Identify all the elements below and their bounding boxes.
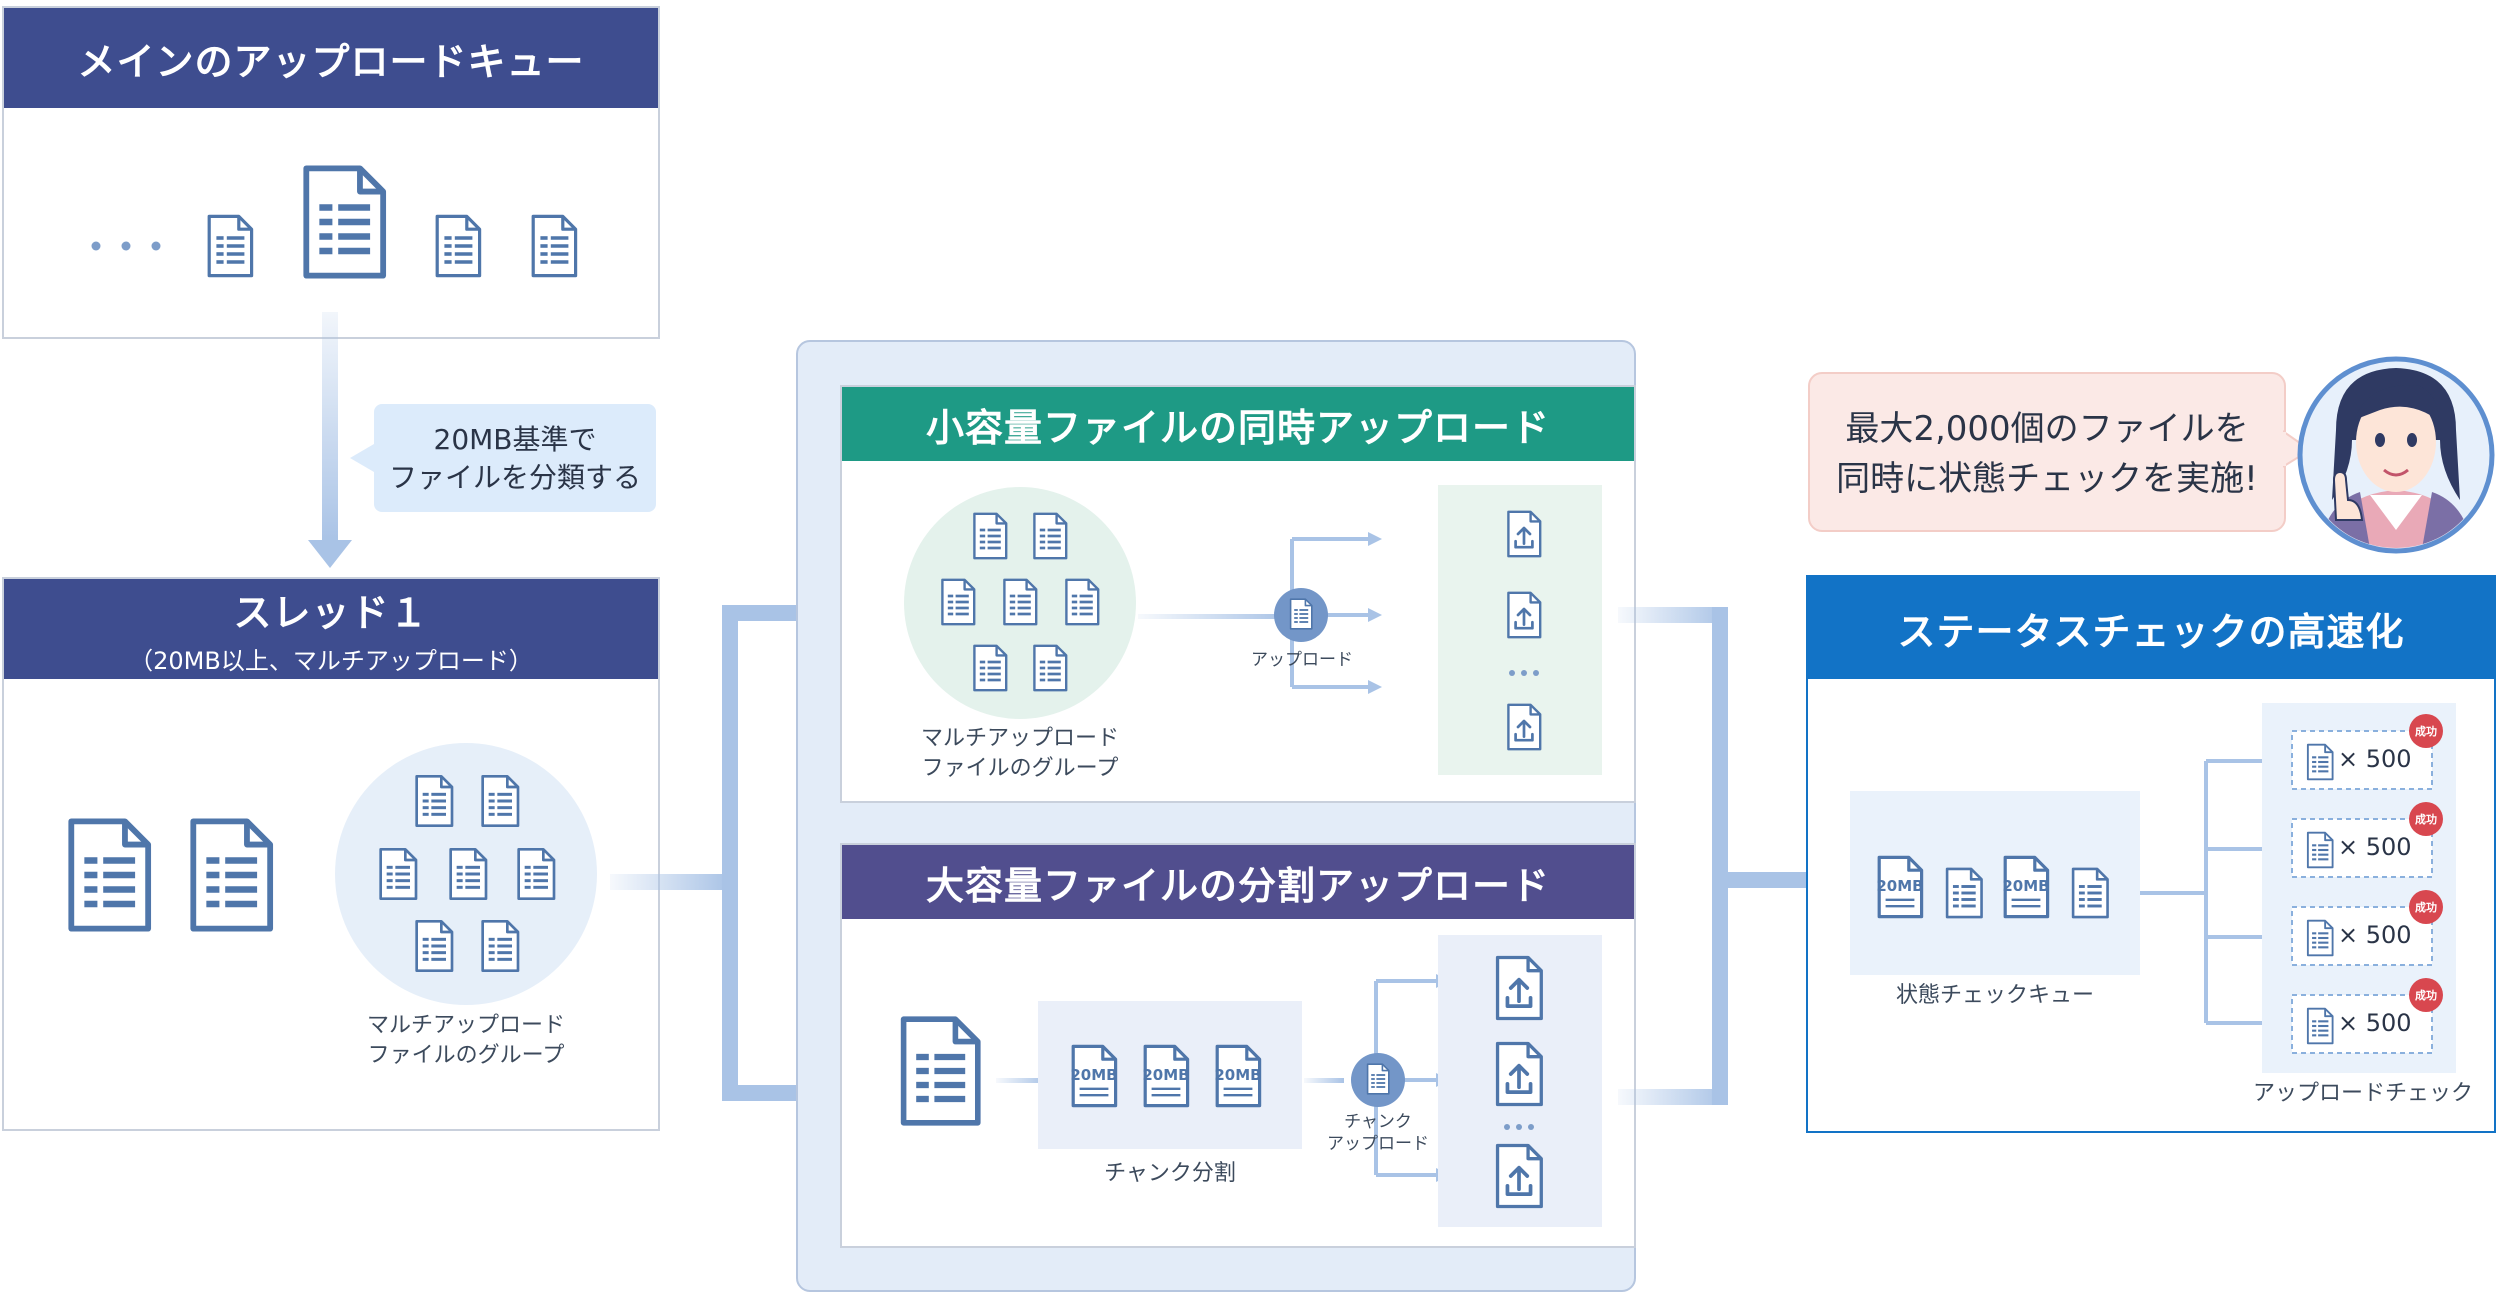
chunk-upload-label: チャンク アップロード [1327, 1112, 1429, 1154]
large-upload-content [842, 935, 1602, 1227]
ellipsis-icon [1509, 670, 1539, 676]
main-queue-panel: メインのアップロードキュー [2, 6, 660, 339]
row-multiplier: × 500 [2338, 921, 2412, 949]
success-badge [2409, 714, 2443, 748]
upload-check-label: アップロードチェック [2252, 1081, 2473, 1106]
small-upload-content [904, 485, 1602, 775]
speech-bubble: 最大2,000個のファイルを 同時に状態チェックを実施! [1808, 372, 2286, 532]
chunk-size-label: 20MB [1876, 877, 1924, 895]
small-upload-header: 小容量ファイルの同時アップロード [842, 387, 1634, 461]
chunk-size-label: 20MB [1214, 1066, 1262, 1084]
success-badge [2409, 890, 2443, 924]
success-badge-label: 成功 [2415, 901, 2437, 914]
large-upload-header: 大容量ファイルの分割アップロード [842, 845, 1634, 919]
status-queue-label: 状態チェックキュー [1895, 983, 2094, 1008]
status-check-header: ステータスチェックの高速化 [1808, 577, 2494, 679]
ellipsis-icon [1504, 1124, 1534, 1130]
main-queue-header: メインのアップロードキュー [4, 8, 658, 108]
status-check-content [1850, 703, 2456, 1073]
avatar [2297, 356, 2495, 554]
success-badge-label: 成功 [2415, 989, 2437, 1002]
thread1-content [4, 743, 597, 1005]
file-icon [2071, 867, 2110, 919]
thread1-title: スレッド１ [233, 591, 429, 635]
main-queue-files [91, 8, 578, 341]
classify-callout-line2: ファイルを分類する [388, 461, 641, 494]
status-check-panel: ステータスチェックの高速化 20MB 20MB [1806, 575, 2496, 1133]
main-queue-title: メインのアップロードキュー [77, 39, 585, 84]
chunk-size-label: 20MB [1070, 1066, 1118, 1084]
chunk-size-label: 20MB [1142, 1066, 1190, 1084]
chunk-split-label: チャンク分割 [1104, 1161, 1236, 1186]
success-badge-label: 成功 [2415, 725, 2437, 738]
success-badge-label: 成功 [2415, 813, 2437, 826]
upload-label: アップロード [1251, 650, 1353, 670]
chunk-size-label: 20MB [2002, 877, 2050, 895]
row-multiplier: × 500 [2338, 1009, 2412, 1037]
row-multiplier: × 500 [2338, 833, 2412, 861]
small-upload-title: 小容量ファイルの同時アップロード [925, 405, 1550, 450]
small-group-caption: マルチアップロード ファイルのグループ [920, 726, 1119, 781]
check-rows [2291, 714, 2443, 1054]
large-upload-title: 大容量ファイルの分割アップロード [925, 863, 1550, 908]
classify-callout-line1: 20MB基準で [433, 423, 597, 456]
success-badge [2409, 978, 2443, 1012]
thread1-group-caption: マルチアップロード ファイルのグループ [366, 1013, 565, 1068]
success-badge [2409, 802, 2443, 836]
ellipsis-icon [91, 241, 161, 251]
status-check-title: ステータスチェックの高速化 [1897, 609, 2405, 654]
file-icon [1945, 867, 1984, 919]
thread1-header: スレッド１ （20MB以上、マルチアップロード） [4, 579, 658, 679]
classify-callout: 20MB基準で ファイルを分類する [374, 404, 656, 512]
small-upload-panel: 小容量ファイルの同時アップロード アップロード マルチアップロード ファイルのグ… [840, 385, 1636, 803]
speech-line1: 最大2,000個のファイルを [1845, 409, 2249, 449]
thread1-subtitle: （20MB以上、マルチアップロード） [129, 647, 533, 675]
speech-line2: 同時に状態チェックを実施! [1836, 459, 2258, 499]
large-upload-panel: 大容量ファイルの分割アップロード 20MB 20MB 20MB チャンク分割 チ… [840, 843, 1636, 1248]
thread1-panel: スレッド１ （20MB以上、マルチアップロード） マルチアップロード ファイルの… [2, 577, 660, 1131]
row-multiplier: × 500 [2338, 745, 2412, 773]
